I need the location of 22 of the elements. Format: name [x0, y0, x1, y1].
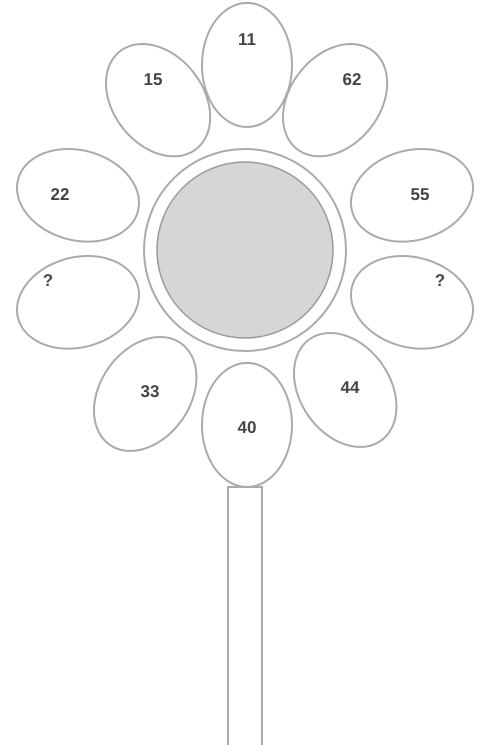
petal-number: ?	[42, 270, 54, 291]
petal-number: 62	[342, 70, 362, 90]
petal-number: 11	[238, 30, 256, 50]
petal-shape	[104, 42, 212, 158]
petal-number: 55	[410, 184, 430, 205]
flower-stem	[227, 486, 263, 745]
flower-center	[142, 147, 348, 353]
petal-shape	[16, 148, 140, 242]
petal-shape	[292, 332, 398, 448]
petal-number: 15	[144, 70, 162, 90]
petal-number: 44	[340, 378, 360, 398]
petal-number: 33	[140, 382, 160, 402]
petal-shape	[350, 254, 474, 350]
petal-shape	[16, 254, 140, 350]
petal-number: 40	[238, 418, 256, 438]
petal-number: ?	[434, 270, 446, 291]
petal-shape	[92, 336, 198, 452]
petal-shape	[201, 2, 293, 128]
petal-shape	[282, 42, 388, 158]
petal-shape	[201, 362, 293, 488]
petal-shape	[350, 148, 474, 242]
petal-number: 22	[50, 184, 70, 205]
